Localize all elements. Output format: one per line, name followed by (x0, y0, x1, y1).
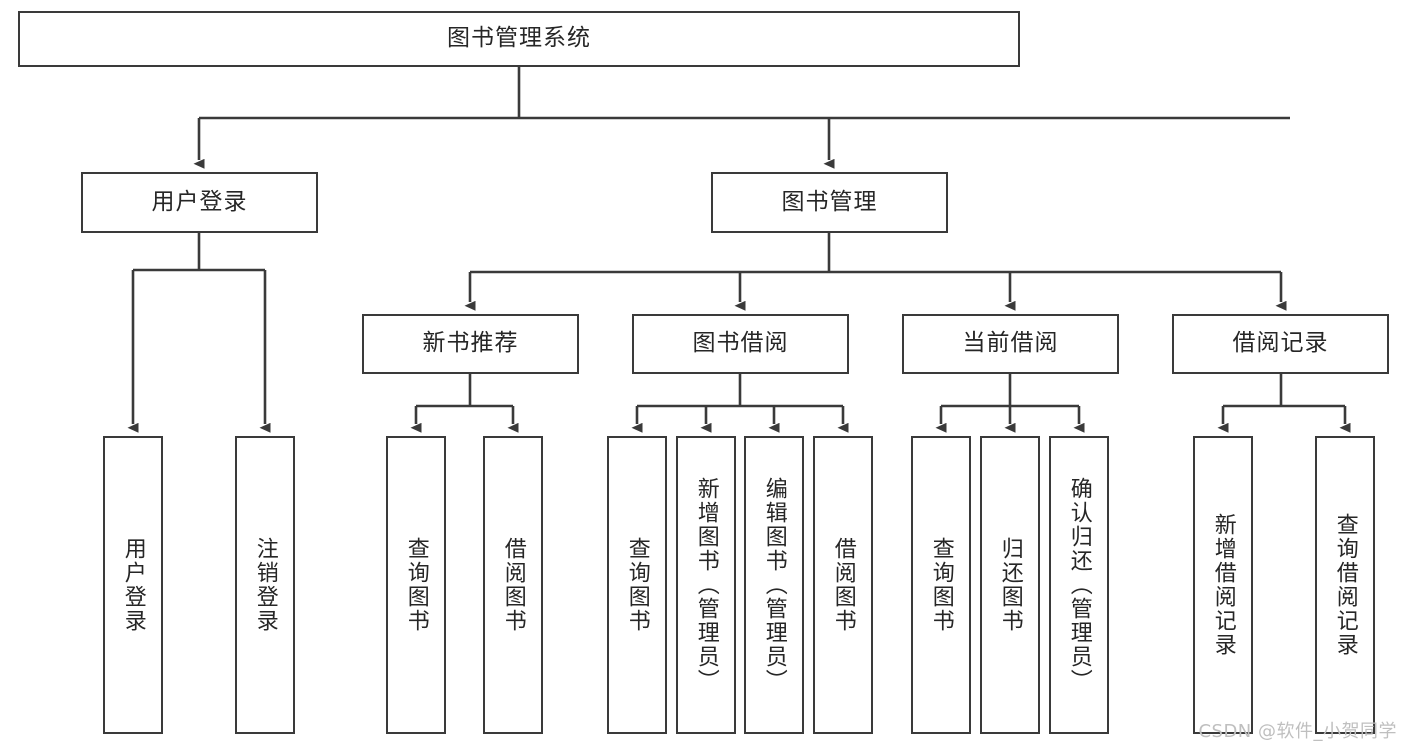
node-label: 编辑图书（管理员） (761, 477, 787, 693)
node-leaf-confirm-return[interactable]: 确认归还（管理员） (1049, 436, 1109, 734)
node-current-borrow[interactable]: 当前借阅 (902, 314, 1119, 374)
node-label: 图书管理 (781, 188, 878, 215)
node-label: 借阅记录 (1232, 330, 1329, 357)
node-leaf-user-login[interactable]: 用户登录 (103, 436, 163, 734)
node-leaf-query-record[interactable]: 查询借阅记录 (1315, 436, 1375, 734)
node-label: 图书借阅 (692, 330, 789, 357)
node-new-book-recommend[interactable]: 新书推荐 (362, 314, 579, 374)
node-book-manage[interactable]: 图书管理 (711, 172, 948, 233)
node-label: 确认归还（管理员） (1066, 477, 1092, 693)
node-borrow-record[interactable]: 借阅记录 (1172, 314, 1389, 374)
node-label: 用户登录 (151, 188, 248, 215)
node-leaf-query-book-b[interactable]: 查询图书 (607, 436, 667, 734)
node-book-borrow[interactable]: 图书借阅 (632, 314, 849, 374)
node-leaf-logout[interactable]: 注销登录 (235, 436, 295, 734)
watermark-text: CSDN @软件_小贺同学 (1198, 721, 1397, 742)
node-label: 查询图书 (928, 537, 954, 633)
node-label: 借阅图书 (500, 537, 526, 633)
node-leaf-edit-book[interactable]: 编辑图书（管理员） (744, 436, 804, 734)
node-label: 借阅图书 (830, 537, 856, 633)
node-label: 新增图书（管理员） (693, 477, 719, 693)
node-leaf-return-book[interactable]: 归还图书 (980, 436, 1040, 734)
node-leaf-query-book-a[interactable]: 查询图书 (386, 436, 446, 734)
node-label: 新书推荐 (422, 330, 519, 357)
node-label: 图书管理系统 (447, 25, 591, 52)
node-leaf-add-book[interactable]: 新增图书（管理员） (676, 436, 736, 734)
node-label: 查询图书 (403, 537, 429, 633)
node-label: 新增借阅记录 (1210, 513, 1236, 657)
node-label: 查询借阅记录 (1332, 513, 1358, 657)
node-leaf-add-record[interactable]: 新增借阅记录 (1193, 436, 1253, 734)
node-user-login[interactable]: 用户登录 (81, 172, 318, 233)
node-label: 当前借阅 (962, 330, 1059, 357)
node-leaf-borrow-book-b[interactable]: 借阅图书 (813, 436, 873, 734)
node-label: 归还图书 (997, 537, 1023, 633)
node-label: 用户登录 (120, 537, 146, 633)
node-leaf-query-book-c[interactable]: 查询图书 (911, 436, 971, 734)
node-leaf-borrow-book-a[interactable]: 借阅图书 (483, 436, 543, 734)
node-root-system[interactable]: 图书管理系统 (18, 11, 1020, 67)
node-label: 查询图书 (624, 537, 650, 633)
node-label: 注销登录 (252, 537, 278, 633)
